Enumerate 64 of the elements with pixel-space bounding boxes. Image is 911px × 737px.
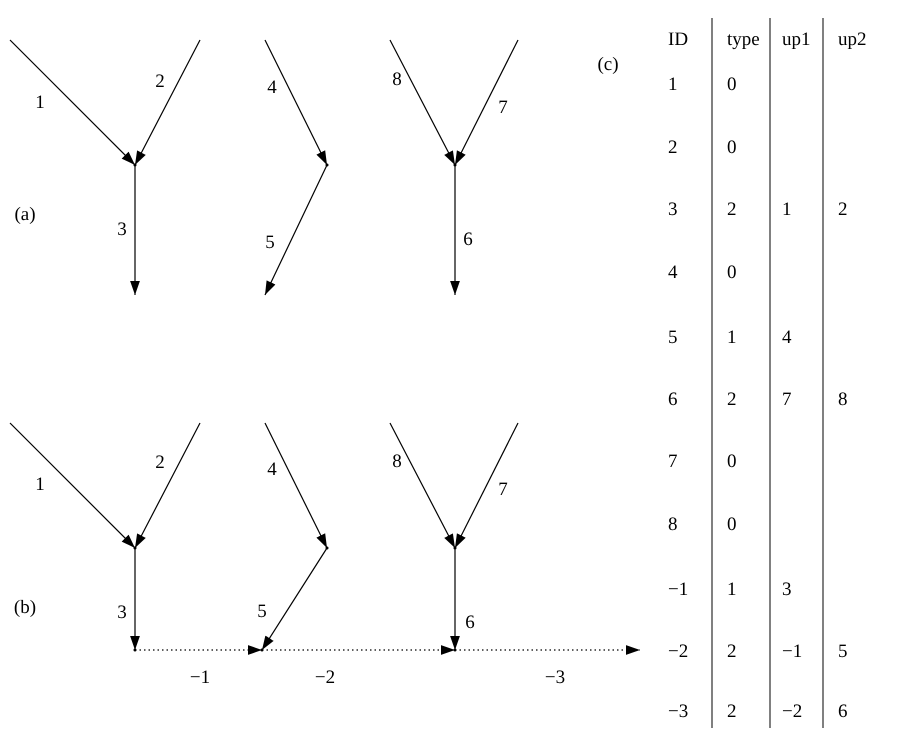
arrow [134, 40, 201, 166]
table-value: 0 [727, 138, 736, 158]
arrow [10, 422, 136, 548]
table-value: 5 [668, 328, 678, 348]
arrow [389, 422, 456, 548]
table-value: 1 [727, 580, 736, 600]
table-value: 2 [727, 390, 736, 410]
arrow [454, 422, 519, 548]
panel-label: (c) [597, 55, 619, 75]
arrow [130, 165, 140, 295]
table-value: 0 [727, 75, 736, 95]
arrow [264, 40, 328, 166]
junction-point [134, 164, 136, 166]
junction-point [134, 648, 136, 652]
table-value: −1 [782, 642, 802, 662]
junction-point [454, 164, 456, 166]
arrow [10, 40, 136, 166]
arrow [450, 548, 460, 650]
table-value: 2 [727, 702, 736, 722]
table-value: 3 [668, 200, 678, 220]
table-value: 8 [838, 390, 848, 410]
column-header: ID [668, 30, 688, 50]
table-value: 5 [838, 642, 848, 662]
arrow [264, 164, 328, 296]
junction-point [454, 546, 456, 550]
table-value: −2 [782, 702, 802, 722]
table-value: 2 [727, 200, 736, 220]
junction-point [454, 648, 456, 652]
table-value: 2 [838, 200, 848, 220]
arrow [389, 40, 456, 166]
table-value: 2 [727, 642, 736, 662]
table-value: 7 [668, 452, 678, 472]
table-value: 6 [668, 390, 678, 410]
column-header: type [727, 30, 760, 50]
arrow [450, 165, 460, 295]
table-value: 0 [727, 515, 736, 535]
column-header: up1 [782, 30, 810, 50]
table-value: −1 [668, 580, 688, 600]
junction-point [326, 164, 328, 166]
table-value: 3 [782, 580, 792, 600]
arrow [134, 422, 201, 548]
table-value: 0 [727, 452, 736, 472]
arrow [264, 422, 328, 548]
table-value: 8 [668, 515, 678, 535]
junction-point [134, 546, 136, 550]
arrow [262, 548, 328, 650]
table-value: 1 [782, 200, 792, 220]
arrow [130, 548, 140, 650]
table-value: 1 [727, 328, 736, 348]
table-value: 6 [838, 702, 848, 722]
table-value: 4 [668, 263, 678, 283]
table-value: 4 [782, 328, 792, 348]
table-value: −3 [668, 702, 688, 722]
junction-point [260, 648, 264, 652]
panel-label: (b) [14, 598, 36, 618]
column-header: up2 [838, 30, 866, 50]
table-value: 0 [727, 263, 736, 283]
table-value: 2 [668, 138, 678, 158]
table-value: 7 [782, 390, 792, 410]
junction-point [326, 546, 328, 550]
arrow [454, 40, 519, 166]
panel-label: (a) [14, 205, 36, 225]
table-value: −2 [668, 642, 688, 662]
table-value: 1 [668, 75, 678, 95]
